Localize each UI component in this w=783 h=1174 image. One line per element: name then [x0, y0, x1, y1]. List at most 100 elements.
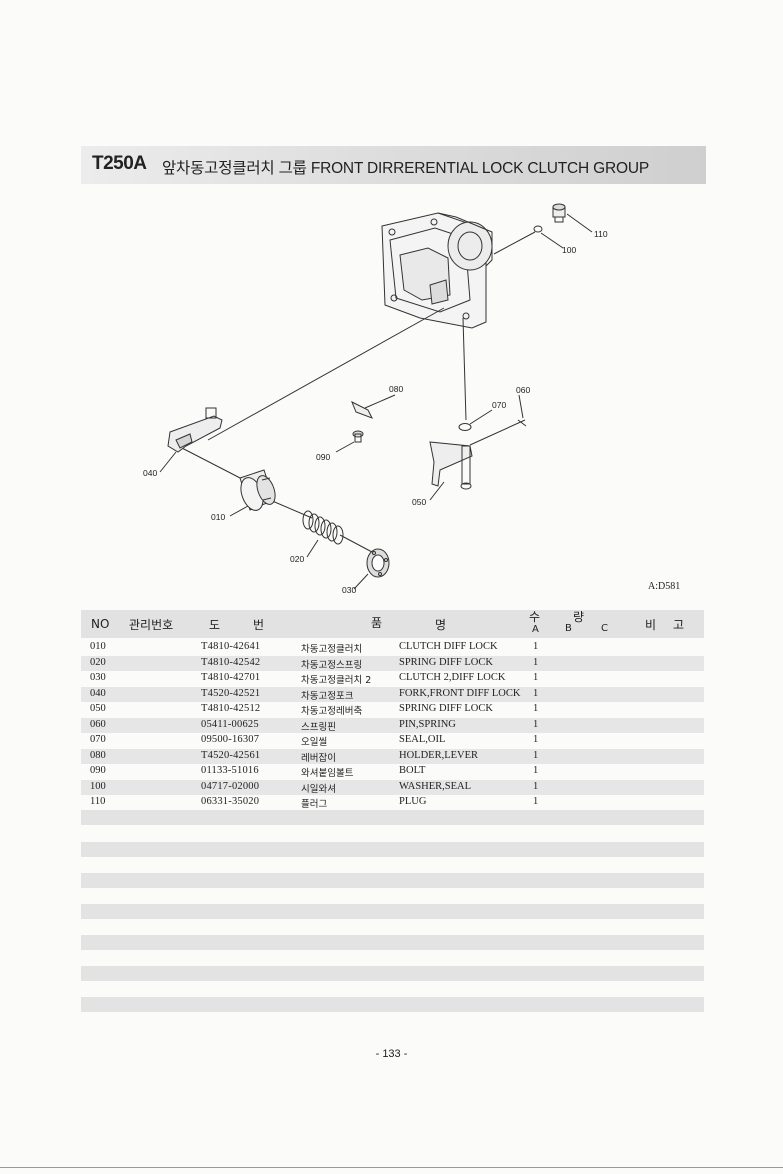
row-qty-a: 1	[533, 703, 539, 714]
clutch-2-030-illustration	[366, 548, 390, 578]
table-row: 090 01133-51016 와셔붙임볼트 BOLT 1	[81, 764, 704, 780]
row-part-number: T4810-42701	[201, 672, 261, 683]
header-qty-1: 수	[529, 610, 541, 624]
row-part-number: 01133-51016	[201, 765, 259, 776]
row-english-name: BOLT	[399, 765, 426, 776]
callout-020: 020	[290, 554, 304, 564]
group-title: 앞차동고정클러치 그룹 FRONT DIRRERENTIAL LOCK CLUT…	[162, 160, 649, 177]
parts-table-body: 010 T4810-42641 차동고정클러치 CLUTCH DIFF LOCK…	[81, 640, 704, 811]
header-qty-b: B	[565, 623, 572, 634]
header-mgmt-no: 관리번호	[129, 618, 174, 632]
diagram-reference-code: A:D581	[648, 581, 681, 592]
empty-table-band	[81, 935, 704, 950]
model-code: T250A	[92, 153, 147, 174]
row-english-name: PLUG	[399, 796, 427, 807]
header-name-2: 명	[435, 618, 447, 632]
title-bar	[81, 146, 706, 184]
empty-table-band	[81, 873, 704, 888]
row-english-name: WASHER,SEAL	[399, 780, 472, 792]
row-no: 040	[90, 687, 106, 699]
row-no: 090	[90, 765, 106, 776]
table-row: 070 09500-16307 오일씰 SEAL,OIL 1	[81, 733, 704, 749]
row-english-name: FORK,FRONT DIFF LOCK	[399, 687, 521, 699]
callout-070: 070	[492, 400, 506, 410]
table-row: 110 06331-35020 플러그 PLUG 1	[81, 795, 704, 811]
row-no: 050	[90, 703, 106, 714]
row-korean-name: 차동고정클러치 2	[301, 675, 372, 686]
row-english-name: SPRING DIFF LOCK	[399, 656, 493, 668]
row-english-name: SPRING DIFF LOCK	[399, 703, 493, 714]
row-qty-a: 1	[533, 734, 539, 745]
row-no: 010	[90, 641, 106, 652]
row-korean-name: 차동고정스프링	[301, 659, 363, 671]
row-korean-name: 차동고정클러치	[301, 644, 363, 655]
callout-100: 100	[562, 245, 576, 255]
callout-010: 010	[211, 512, 225, 522]
row-part-number: 05411-00625	[201, 718, 259, 730]
row-korean-name: 와셔붙임볼트	[301, 768, 354, 779]
empty-table-band	[81, 842, 704, 857]
table-row: 030 T4810-42701 차동고정클러치 2 CLUTCH 2,DIFF …	[81, 671, 704, 687]
table-row: 100 04717-02000 시일와셔 WASHER,SEAL 1	[81, 779, 704, 795]
transmission-housing-illustration	[381, 212, 493, 329]
exploded-parts-diagram: 110 100 080 070 060 090 050 040 010 020 …	[143, 203, 608, 595]
fork-040-illustration	[167, 407, 223, 453]
row-part-number: T4520-42521	[201, 687, 261, 699]
table-row: 020 T4810-42542 차동고정스프링 SPRING DIFF LOCK…	[81, 655, 704, 671]
row-part-number: T4810-42641	[201, 641, 261, 652]
callout-080: 080	[389, 384, 403, 394]
empty-table-band	[81, 997, 704, 1012]
header-remarks-1: 비	[645, 618, 657, 632]
row-korean-name: 차동고정레버축	[301, 706, 363, 717]
callout-030: 030	[342, 585, 356, 595]
row-english-name: PIN,SPRING	[399, 718, 456, 730]
row-qty-a: 1	[533, 765, 539, 776]
row-part-number: 06331-35020	[201, 796, 260, 807]
callout-090: 090	[316, 452, 330, 462]
row-korean-name: 스프링핀	[301, 721, 336, 733]
row-part-number: T4810-42512	[201, 703, 261, 714]
holder-lever-080-illustration	[351, 400, 374, 419]
header-name-1: 품	[371, 616, 383, 630]
row-no: 060	[90, 718, 106, 730]
callout-050: 050	[412, 497, 426, 507]
spring-pin-060-illustration	[517, 419, 527, 427]
row-qty-a: 1	[533, 672, 539, 683]
spring-020-illustration	[302, 510, 344, 545]
row-korean-name: 오일씰	[301, 737, 328, 748]
row-part-number: 09500-16307	[201, 734, 260, 745]
row-english-name: SEAL,OIL	[399, 734, 446, 745]
parts-table-header: NO 관리번호 도 번 품 명 수 량 A B C 비 고	[81, 610, 704, 638]
header-part-no-1: 도	[209, 618, 221, 632]
row-qty-a: 1	[533, 749, 539, 761]
row-qty-a: 1	[533, 718, 539, 730]
row-no: 110	[90, 796, 106, 807]
empty-table-band	[81, 966, 704, 981]
row-no: 080	[90, 749, 106, 761]
bolt-090-illustration	[352, 430, 364, 443]
row-english-name: CLUTCH 2,DIFF LOCK	[399, 672, 506, 683]
table-row: 080 T4520-42561 레버잡이 HOLDER,LEVER 1	[81, 748, 704, 764]
bottom-rule	[0, 1167, 783, 1168]
row-korean-name: 플러그	[301, 799, 328, 810]
row-qty-a: 1	[533, 641, 539, 652]
header-part-no-2: 번	[253, 618, 265, 632]
header-qty-c: C	[601, 623, 608, 634]
empty-table-band	[81, 810, 704, 825]
row-korean-name: 시일와셔	[301, 783, 336, 795]
row-qty-a: 1	[533, 687, 539, 699]
row-korean-name: 차동고정포크	[301, 690, 354, 702]
header-qty-a: A	[532, 624, 539, 635]
page-number: - 133 -	[375, 1048, 408, 1060]
row-no: 100	[90, 780, 106, 792]
row-no: 070	[90, 734, 106, 745]
row-part-number: 04717-02000	[201, 780, 260, 792]
row-korean-name: 레버잡이	[301, 752, 336, 764]
table-row: 010 T4810-42641 차동고정클러치 CLUTCH DIFF LOCK…	[81, 640, 704, 656]
header-qty-2: 량	[573, 610, 585, 624]
row-no: 020	[90, 656, 106, 668]
row-qty-a: 1	[533, 656, 539, 668]
plug-110-illustration	[552, 203, 566, 223]
callout-040: 040	[143, 468, 157, 478]
header-remarks-2: 고	[673, 618, 685, 632]
